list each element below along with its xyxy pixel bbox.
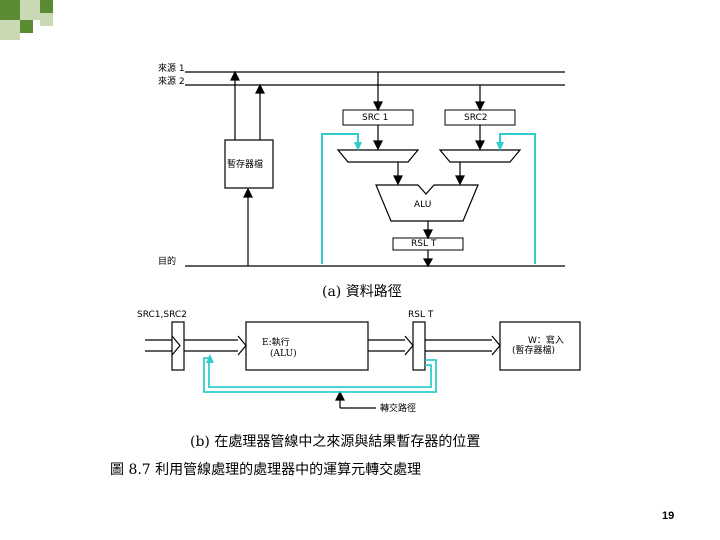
source2-label: 來源 2 [158,77,185,87]
page-number: 19 [662,510,675,522]
src2-label: SRC2 [464,113,488,123]
alu-label: ALU [414,200,432,210]
caption-b: (b) 在處理器管線中之來源與結果暫存器的位置 [190,434,481,450]
diagram-b [145,321,581,409]
pipeline-register-1 [171,321,185,371]
execute-label-2: (ALU) [270,349,297,359]
source1-label: 來源 1 [158,64,185,74]
write-stage [499,321,581,371]
forward-path-b [203,354,437,393]
rslt-label-b: RSL T [408,310,434,320]
src-inputs-label: SRC1,SRC2 [137,310,187,320]
alu-shape [375,184,479,222]
execute-stage [245,321,369,371]
execute-label-1: E:執行 [262,338,290,348]
figure-caption: 圖 8.7 利用管線處理的處理器中的運算元轉交處理 [110,462,422,478]
mux-left [336,149,420,163]
rslt-label-a: RSL T [411,239,437,249]
register-file-label: 暫存器檔 [227,160,264,170]
destination-label: 目的 [158,257,177,267]
corner-squares [0,0,53,40]
diagram-a [185,70,565,268]
write-label-1: W：寫入 [528,336,564,346]
forward-path-a [321,133,536,264]
register-file [224,139,274,189]
caption-a: (a) 資料路徑 [322,284,402,300]
write-label-2: (暫存器檔) [512,346,556,356]
forwarding-path-label: 轉交路徑 [380,404,417,414]
mux-right [438,149,522,163]
src1-label: SRC 1 [362,113,389,123]
pipeline-register-2 [412,321,426,371]
